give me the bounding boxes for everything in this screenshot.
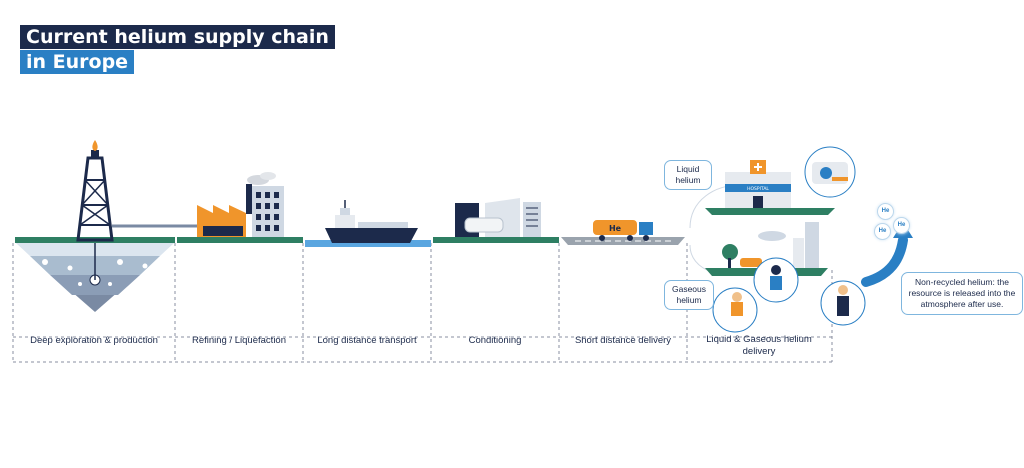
- helium-molecule-icon: He: [893, 217, 910, 234]
- helium-molecule-icon: He: [874, 223, 891, 240]
- stage-label-transport: Long distance transport: [317, 335, 417, 346]
- stage-label-helium-delivery: Liquid & Gaseous helium delivery: [706, 334, 812, 357]
- refinery-factory-icon: [177, 172, 303, 243]
- helium-molecule-icon: He: [877, 203, 894, 220]
- helium-delivery-icon: HOSPITAL: [689, 146, 913, 333]
- callout-liquid-helium: Liquid helium: [664, 160, 712, 190]
- stage-label-refining: Refining / Liquefaction: [191, 335, 286, 346]
- conditioning-plant-icon: [433, 198, 559, 243]
- stage-label-conditioning: Conditioning: [468, 335, 522, 346]
- title-line-2: in Europe: [20, 50, 135, 74]
- delivery-truck-icon: He: [561, 220, 685, 245]
- stage-label-short-delivery: Short distance delivery: [574, 335, 672, 346]
- callout-gaseous-helium: Gaseous helium: [664, 280, 714, 310]
- deep-exploration-icon: [15, 140, 200, 312]
- stage-dividers: [12, 243, 833, 363]
- title-line-1: Current helium supply chain: [20, 25, 335, 49]
- callout-non-recycled-helium: Non-recycled helium: the resource is rel…: [901, 272, 1023, 315]
- hospital-sign: HOSPITAL: [747, 186, 769, 192]
- truck-tank-label: He: [609, 224, 622, 233]
- cargo-ship-icon: [305, 200, 431, 247]
- stage-label-exploration: Deep exploration & production: [30, 335, 158, 346]
